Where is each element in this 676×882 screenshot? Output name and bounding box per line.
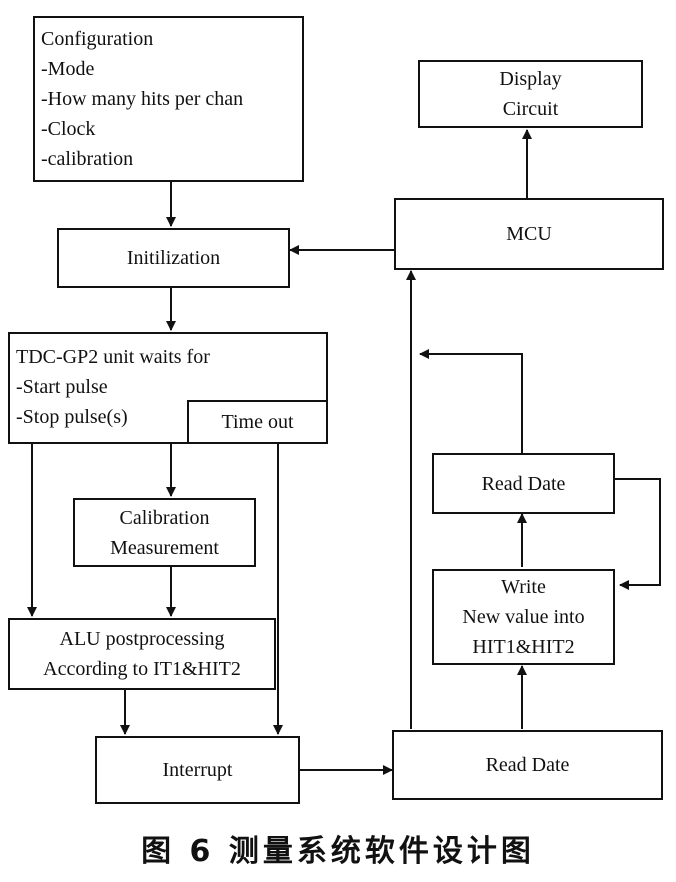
calibration-box: Calibration Measurement xyxy=(73,498,256,567)
read-date-top-label: Read Date xyxy=(481,472,566,495)
config-line-3: -How many hits per chan xyxy=(41,88,244,110)
alu-line-1: ALU postprocessing xyxy=(59,628,225,650)
alu-box: ALU postprocessing According to IT1&HIT2 xyxy=(8,618,276,690)
display-line-1: Display xyxy=(499,68,562,90)
calibration-line-2: Measurement xyxy=(110,536,219,559)
write-line-2: New value into xyxy=(462,606,585,628)
interrupt-label: Interrupt xyxy=(162,759,233,781)
read-date-bottom-label: Read Date xyxy=(485,754,570,776)
timeout-label: Time out xyxy=(221,411,294,433)
figure-caption: 图 6 测量系统软件设计图 xyxy=(141,834,535,869)
mcu-label: MCU xyxy=(506,223,552,245)
tdc-line-3: -Stop pulse(s) xyxy=(16,406,128,428)
read-date-top-box: Read Date xyxy=(432,453,615,514)
timeout-box: Time out xyxy=(187,400,328,444)
alu-line-2: According to IT1&HIT2 xyxy=(43,658,241,680)
configuration-box: Configuration -Mode -How many hits per c… xyxy=(33,16,304,182)
mcu-box: MCU xyxy=(394,198,664,270)
config-line-5: -calibration xyxy=(41,148,134,170)
write-line-1: Write xyxy=(501,576,546,598)
write-line-3: HIT1&HIT2 xyxy=(472,636,575,658)
display-box: Display Circuit xyxy=(418,60,643,128)
calibration-line-1: Calibration xyxy=(119,506,210,529)
arrow-readdate-top-loop xyxy=(419,349,523,453)
interrupt-box: Interrupt xyxy=(95,736,300,804)
arrow-readdate-to-write-loop xyxy=(615,478,661,590)
write-box: Write New value into HIT1&HIT2 xyxy=(432,569,615,665)
config-line-1: Configuration xyxy=(41,28,154,50)
initialization-box: Initilization xyxy=(57,228,290,288)
config-line-4: -Clock xyxy=(41,118,96,140)
tdc-line-1: TDC-GP2 unit waits for xyxy=(16,346,210,368)
initialization-label: Initilization xyxy=(126,247,221,269)
read-date-bottom-box: Read Date xyxy=(392,730,663,800)
tdc-unit-box: TDC-GP2 unit waits for -Start pulse -Sto… xyxy=(8,332,328,444)
display-line-2: Circuit xyxy=(502,98,559,120)
tdc-line-2: -Start pulse xyxy=(16,376,108,398)
config-line-2: -Mode xyxy=(41,58,95,80)
